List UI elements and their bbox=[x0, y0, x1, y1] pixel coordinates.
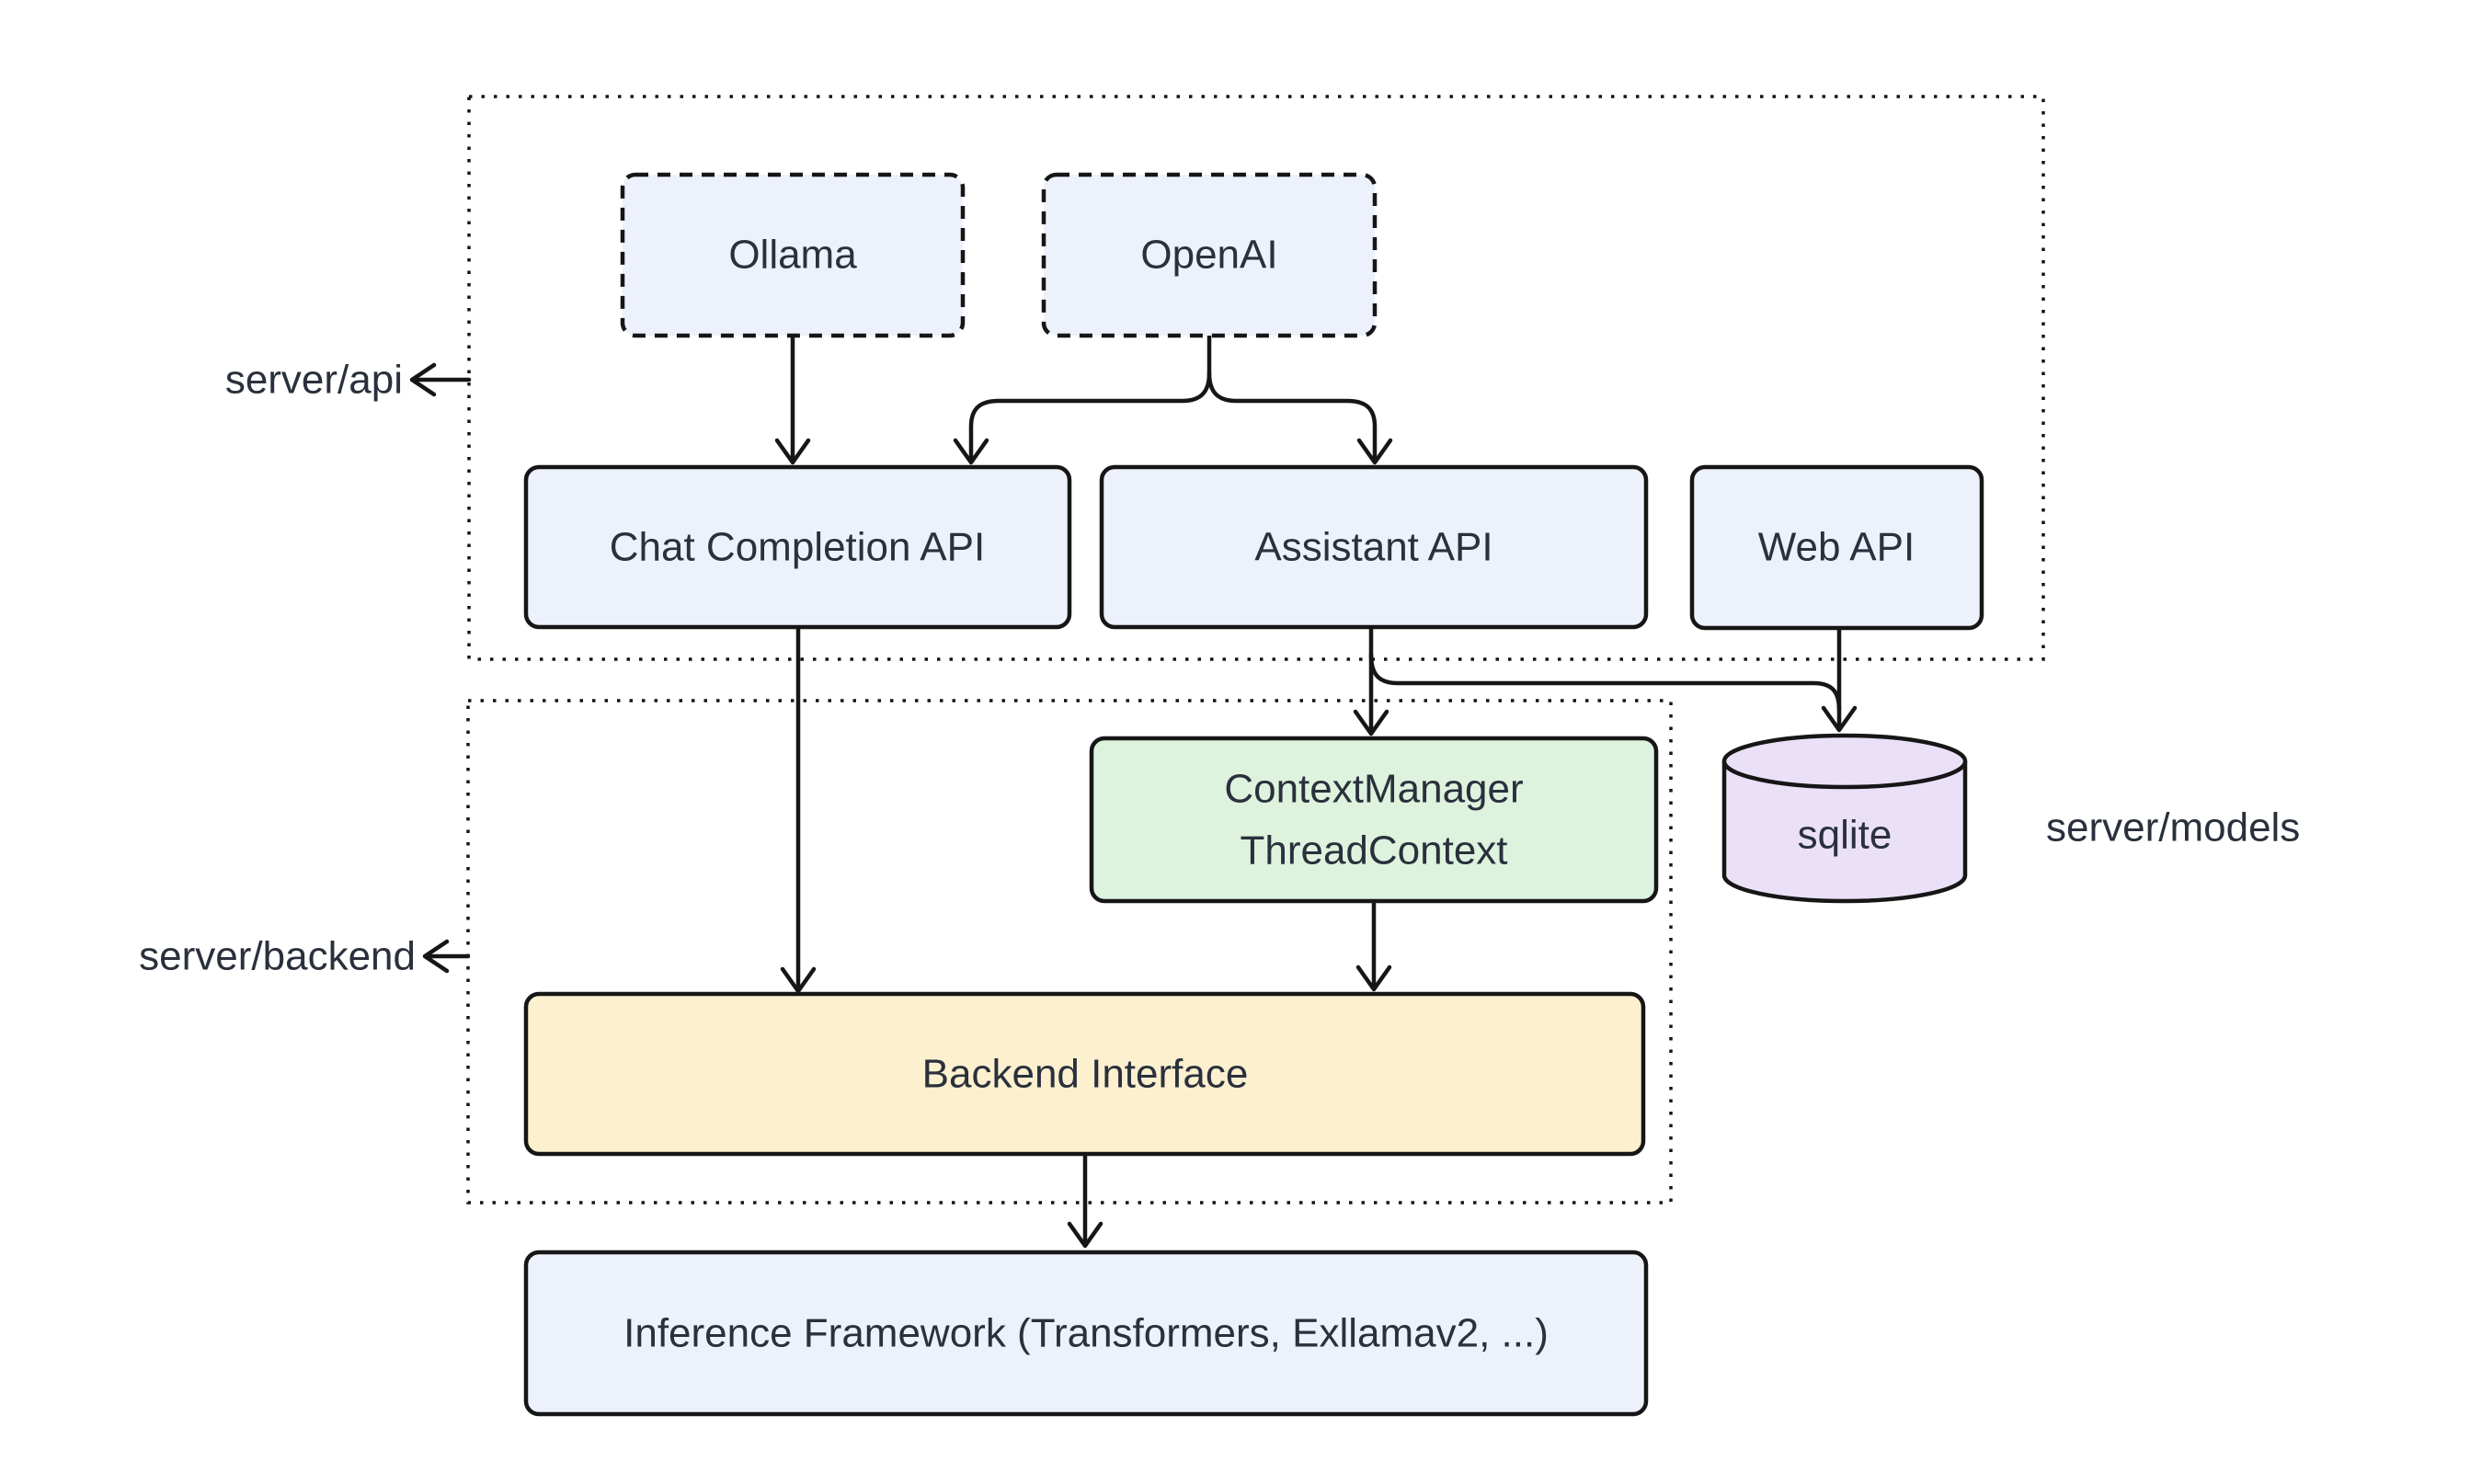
edge-backend-interface-to-inference-framework bbox=[1067, 1153, 1103, 1249]
chat-completion-api-label: Chat Completion API bbox=[610, 525, 985, 570]
arrowhead-down-icon bbox=[1821, 705, 1858, 733]
node-sqlite: sqlite bbox=[1721, 733, 1968, 904]
server-api-pointer-arrow-icon bbox=[409, 362, 437, 397]
backend-interface-label: Backend Interface bbox=[922, 1052, 1249, 1097]
edge-assistant-api-to-sqlite bbox=[1368, 652, 1842, 713]
ollama-label: Ollama bbox=[728, 233, 857, 278]
node-context-manager: ContextManager ThreadContext bbox=[1089, 736, 1659, 904]
context-manager-label-line2: ThreadContext bbox=[1240, 828, 1507, 873]
backend-interface-box bbox=[523, 991, 1646, 1157]
container-server-backend-border bbox=[466, 699, 1673, 1204]
arrowhead-down-icon bbox=[774, 438, 811, 465]
node-assistant-api: Assistant API bbox=[1099, 464, 1649, 630]
server-backend-label: server/backend bbox=[139, 934, 416, 979]
sqlite-cylinder-body-fill bbox=[1724, 761, 1965, 901]
server-backend-pointer-arrow-icon bbox=[422, 939, 450, 974]
server-api-label: server/api bbox=[225, 358, 403, 403]
sqlite-cylinder-body-outline bbox=[1721, 761, 1968, 904]
arrowhead-down-icon bbox=[1355, 965, 1392, 992]
node-backend-interface: Backend Interface bbox=[523, 991, 1646, 1157]
edge-ollama-to-chat-completion-api bbox=[774, 333, 811, 465]
web-api-box bbox=[1689, 464, 1984, 631]
openai-label: OpenAI bbox=[1140, 233, 1277, 278]
server-models-label: server/models bbox=[2046, 805, 2300, 850]
sqlite-label: sqlite bbox=[1798, 813, 1893, 858]
node-ollama: Ollama bbox=[620, 172, 966, 338]
edge-context-manager-to-backend-interface bbox=[1355, 900, 1392, 992]
edge-openai-to-assistant-api bbox=[1206, 371, 1393, 465]
node-chat-completion-api: Chat Completion API bbox=[523, 464, 1072, 630]
openai-box bbox=[1041, 172, 1378, 338]
edge-chat-completion-api-to-backend-interface bbox=[780, 626, 817, 994]
edge-web-api-to-sqlite bbox=[1821, 627, 1858, 733]
inference-framework-box bbox=[523, 1250, 1649, 1417]
label-group-server-backend: server/backend bbox=[139, 934, 471, 979]
arrowhead-down-icon bbox=[1067, 1221, 1103, 1249]
context-manager-label-line1: ContextManager bbox=[1224, 767, 1523, 812]
assistant-api-box bbox=[1099, 464, 1649, 630]
node-inference-framework: Inference Framework (Transformers, Exlla… bbox=[523, 1250, 1649, 1417]
edge-openai-to-chat-completion-api bbox=[953, 333, 1212, 465]
label-group-server-api: server/api bbox=[225, 358, 472, 403]
ollama-box bbox=[620, 172, 966, 338]
web-api-label: Web API bbox=[1758, 525, 1915, 570]
node-openai: OpenAI bbox=[1041, 172, 1378, 338]
edge-assistant-api-to-context-manager bbox=[1353, 626, 1389, 736]
arrowhead-down-icon bbox=[953, 438, 989, 465]
sqlite-cylinder-top bbox=[1721, 733, 1968, 790]
arrowhead-down-icon bbox=[1353, 709, 1389, 736]
assistant-api-label: Assistant API bbox=[1254, 525, 1492, 570]
node-web-api: Web API bbox=[1689, 464, 1984, 631]
context-manager-box bbox=[1089, 736, 1659, 904]
arrowhead-down-icon bbox=[1356, 438, 1393, 465]
chat-completion-api-box bbox=[523, 464, 1072, 630]
inference-framework-label: Inference Framework (Transformers, Exlla… bbox=[623, 1311, 1549, 1356]
arrowhead-down-icon bbox=[780, 966, 817, 994]
